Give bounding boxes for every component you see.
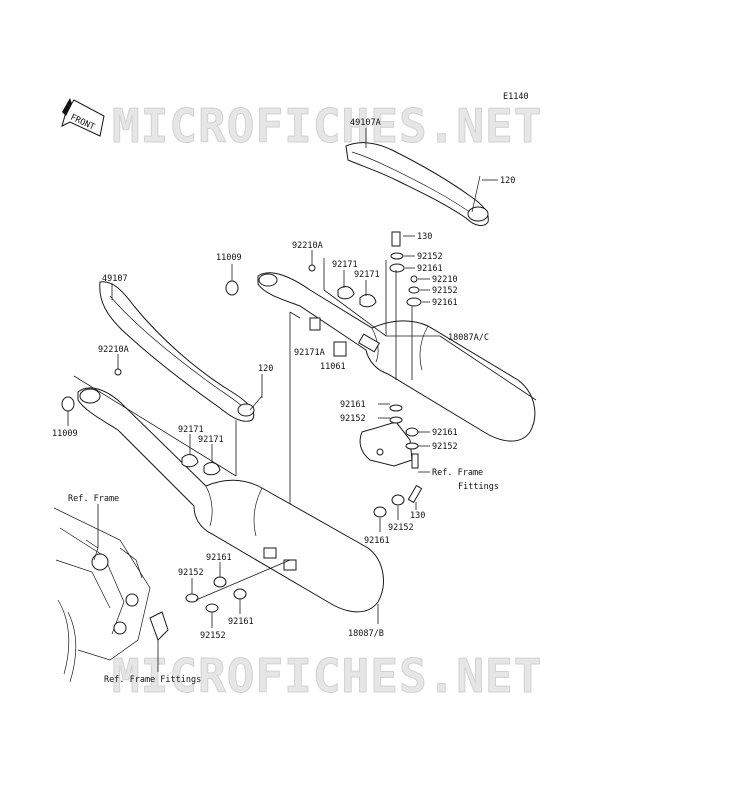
clamp-92171-a [337,286,355,300]
label-92171-c: 92171 [178,425,204,435]
gasket-11009-left [61,396,75,412]
heat-shield-49107 [99,281,255,422]
label-18087B: 18087/B [348,629,384,639]
label-ref-frame-fittings-2: Fittings [458,482,499,492]
label-130-top: 130 [417,232,432,242]
muffler-lower-18087B [77,387,384,613]
label-92152-a: 92152 [417,252,443,262]
label-92161-e: 92161 [364,536,390,546]
label-92152-g: 92152 [200,631,226,641]
label-92161-c: 92161 [340,400,366,410]
pipe-11061 [333,341,347,357]
label-92152-e: 92152 [388,523,414,533]
muffler-upper-18087AC [257,272,536,442]
label-92161-f: 92161 [206,553,232,563]
clamp-92171A [309,317,321,331]
label-120-top: 120 [500,176,515,186]
diagram-code: E1140 [503,92,529,102]
label-92210A-left: 92210A [98,345,129,355]
label-92152-b: 92152 [432,286,458,296]
label-92210A-top: 92210A [292,241,323,251]
label-130-mid: 130 [410,511,425,521]
heat-shield-49107A [345,142,489,226]
mount-bracket-upper [359,421,419,469]
front-arrow-icon: FRONT [61,98,105,137]
label-49107A: 49107A [350,118,381,128]
label-92161-a: 92161 [417,264,443,274]
label-92161-b: 92161 [432,298,458,308]
label-92171-a: 92171 [332,260,358,270]
watermark-top: MICROFICHES.NET [112,99,542,153]
label-ref-frame: Ref. Frame [68,494,119,504]
label-ref-frame-fittings-1: Ref. Frame [432,468,483,478]
gasket-11009-top [225,280,239,296]
label-92161-d: 92161 [432,428,458,438]
clamp-92171-b [359,294,377,308]
label-92171-d: 92171 [198,435,224,445]
label-49107: 49107 [102,274,128,284]
label-92210: 92210 [432,275,458,285]
clamp-92171-c [181,454,199,468]
label-18087AC: 18087A/C [448,333,489,343]
frame-illustration [53,507,169,683]
label-92171-b: 92171 [354,270,380,280]
hardware-stack-right [389,231,422,307]
label-92152-f: 92152 [178,568,204,578]
label-11009-left: 11009 [52,429,78,439]
watermark-bottom: MICROFICHES.NET [112,649,542,703]
label-11009-top: 11009 [216,253,242,263]
label-92152-d: 92152 [432,442,458,452]
label-92152-c: 92152 [340,414,366,424]
label-120-mid: 120 [258,364,273,374]
label-92161-g: 92161 [228,617,254,627]
label-11061: 11061 [320,362,346,372]
label-92171A: 92171A [294,348,325,358]
label-ref-frame-fittings-bottom: Ref. Frame Fittings [104,675,201,685]
clamp-92171-d [203,462,221,476]
